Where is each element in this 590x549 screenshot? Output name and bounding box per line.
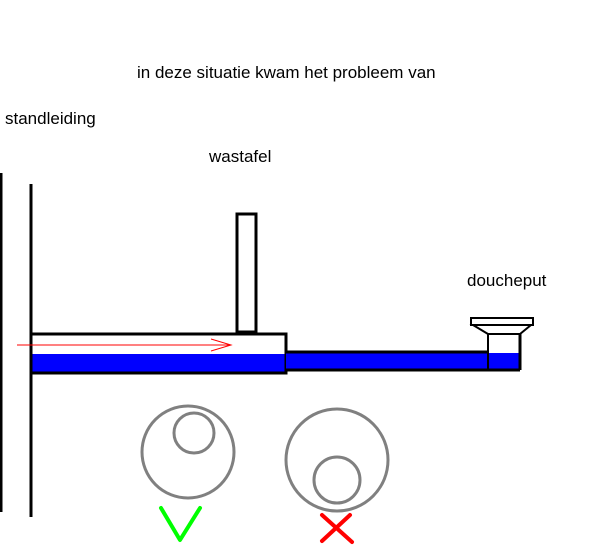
sink-label: wastafel <box>209 147 272 166</box>
standpipe-label: standleiding <box>5 109 96 128</box>
shower-drain-rim <box>470 317 534 326</box>
main-pipe-water <box>31 354 286 373</box>
sink-pipe <box>235 212 258 334</box>
pipe-section-correct-inner <box>172 411 216 455</box>
pipe-section-wrong-inner <box>312 455 362 505</box>
cross-icon <box>320 513 354 544</box>
diagram-title: in deze situatie kwam het probleem van <box>137 63 436 82</box>
pipe-section-correct <box>140 404 236 500</box>
check-icon <box>159 506 202 542</box>
shower-drain-funnel <box>469 324 534 335</box>
flow-arrow-head <box>210 338 233 352</box>
shower-drain-label: doucheput <box>467 271 547 290</box>
pipe-section-wrong <box>284 407 390 513</box>
narrow-pipe-water <box>286 353 520 369</box>
